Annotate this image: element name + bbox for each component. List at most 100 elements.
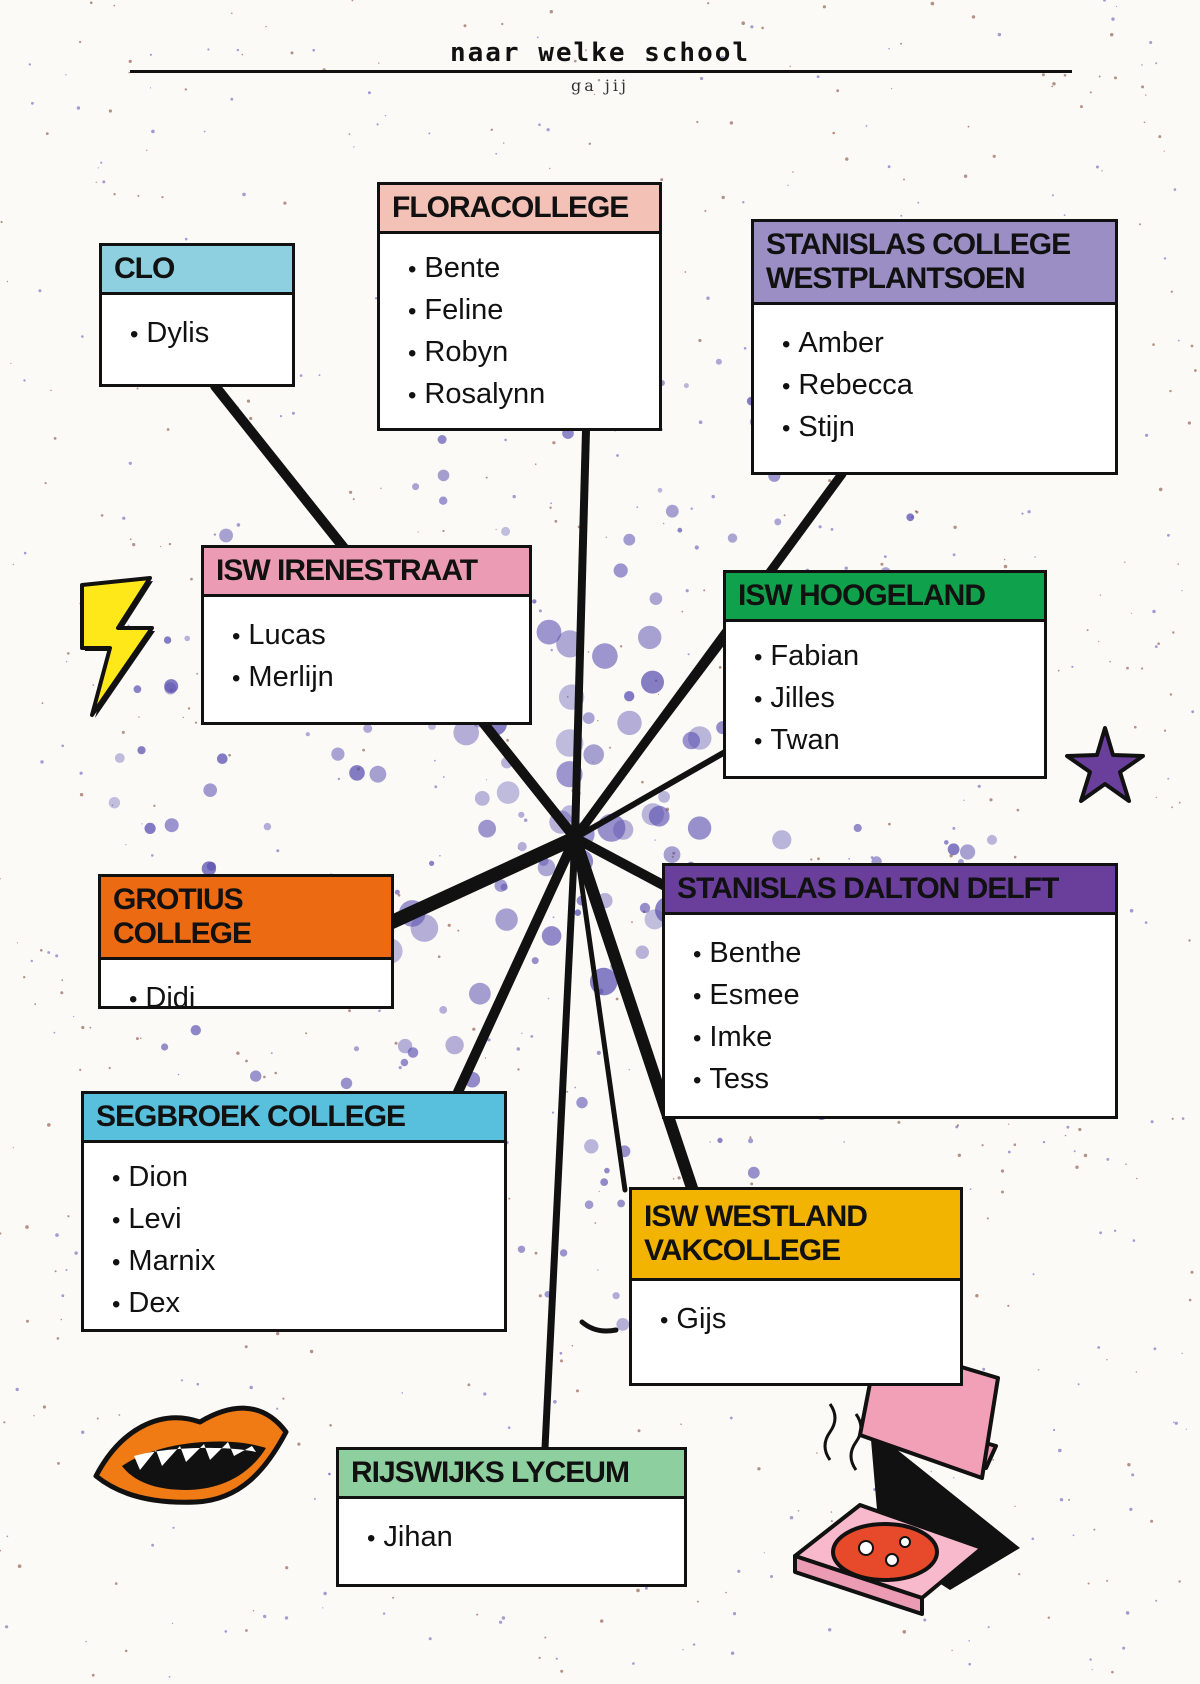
squiggle-mark bbox=[579, 1319, 619, 1334]
speckle bbox=[576, 1389, 579, 1393]
speckle bbox=[1051, 194, 1054, 197]
speckle bbox=[89, 1, 93, 4]
speckle bbox=[61, 744, 64, 748]
speckle bbox=[61, 1294, 65, 1298]
school-box-isw-hoogeland: ISW HOOGELAND FabianJillesTwan bbox=[723, 570, 1047, 779]
speckle bbox=[628, 1069, 630, 1071]
school-name: RIJSWIJKS LYCEUM bbox=[339, 1450, 684, 1499]
speckle bbox=[616, 454, 619, 457]
speckle bbox=[789, 65, 791, 68]
speckle bbox=[1130, 612, 1132, 614]
speckle bbox=[434, 785, 438, 789]
speckle bbox=[1113, 1229, 1117, 1233]
paint-drop bbox=[583, 744, 604, 765]
speckle bbox=[1141, 85, 1145, 89]
paint-drop bbox=[596, 1050, 601, 1055]
speckle bbox=[848, 857, 851, 860]
speckle bbox=[1115, 5, 1118, 8]
speckle bbox=[1153, 1347, 1157, 1351]
speckle bbox=[28, 63, 31, 66]
speckle bbox=[124, 1649, 128, 1653]
speckle bbox=[743, 347, 747, 350]
paint-drop bbox=[407, 1047, 419, 1058]
speckle bbox=[67, 652, 70, 655]
speckle bbox=[504, 438, 507, 442]
speckle bbox=[682, 1649, 684, 1651]
speckle bbox=[816, 1452, 818, 1454]
speckle bbox=[1068, 1498, 1071, 1501]
speckle bbox=[499, 1620, 503, 1624]
speckle bbox=[822, 5, 827, 9]
speckle bbox=[887, 165, 891, 169]
speckle bbox=[1097, 1346, 1101, 1349]
speckle bbox=[57, 1462, 60, 1465]
speckle bbox=[153, 804, 156, 807]
paint-drop bbox=[203, 783, 217, 797]
speckle bbox=[1001, 1190, 1004, 1194]
speckle bbox=[1181, 590, 1183, 592]
connector-lines bbox=[210, 381, 847, 1452]
speckle bbox=[1111, 1670, 1114, 1674]
speckle bbox=[518, 847, 520, 849]
paint-drop bbox=[947, 843, 960, 856]
speckle bbox=[521, 1032, 523, 1034]
speckle bbox=[987, 1626, 990, 1629]
connector-isw-westland bbox=[569, 832, 698, 1194]
speckle bbox=[1122, 1646, 1126, 1650]
paint-drop bbox=[616, 1318, 630, 1331]
speckle bbox=[530, 1035, 534, 1038]
speckle bbox=[1174, 1421, 1178, 1425]
speckle bbox=[245, 1059, 248, 1063]
speckle bbox=[378, 62, 380, 64]
speckle bbox=[67, 1215, 70, 1218]
speckle bbox=[1013, 855, 1017, 859]
speckle bbox=[952, 826, 956, 830]
speckle bbox=[428, 132, 431, 135]
speckle bbox=[434, 759, 436, 762]
speckle bbox=[89, 1026, 92, 1029]
speckle bbox=[398, 1066, 402, 1070]
speckle bbox=[1150, 1519, 1154, 1523]
speckle bbox=[830, 1511, 833, 1513]
speckle bbox=[1163, 729, 1167, 732]
speckle bbox=[40, 760, 44, 764]
lightning-icon bbox=[80, 576, 155, 718]
speckle bbox=[65, 74, 67, 76]
speckle bbox=[783, 514, 786, 517]
speckle bbox=[989, 798, 993, 802]
speckle bbox=[553, 1400, 557, 1404]
connector-isw-hoogeland-2 bbox=[572, 749, 728, 841]
speckle bbox=[1093, 1528, 1096, 1531]
speckle bbox=[114, 1582, 118, 1585]
speckle bbox=[128, 71, 130, 74]
speckle bbox=[1155, 62, 1158, 65]
speckle bbox=[698, 420, 703, 425]
speckle bbox=[73, 1016, 75, 1018]
speckle bbox=[1125, 1611, 1130, 1615]
speckle bbox=[550, 648, 553, 652]
speckle bbox=[818, 525, 822, 529]
speckle bbox=[969, 1188, 972, 1190]
school-name-line1: STANISLAS COLLEGE bbox=[766, 228, 1071, 261]
speckle bbox=[60, 1318, 63, 1321]
speckle bbox=[1177, 339, 1180, 342]
speckle bbox=[487, 1038, 491, 1042]
speckle bbox=[323, 1591, 327, 1596]
speckle bbox=[196, 1382, 200, 1386]
paint-drop bbox=[469, 982, 491, 1005]
speckle bbox=[102, 180, 106, 184]
speckle bbox=[6, 1535, 9, 1538]
speckle bbox=[184, 237, 188, 241]
school-box-clo: CLO Dylis bbox=[99, 243, 295, 387]
speckle bbox=[367, 91, 371, 95]
speckle bbox=[121, 730, 125, 734]
speckle bbox=[761, 26, 764, 30]
speckle bbox=[322, 1607, 324, 1609]
paint-drop bbox=[715, 358, 722, 365]
paint-drop bbox=[353, 1046, 360, 1052]
speckle bbox=[1008, 1123, 1010, 1125]
speckle bbox=[95, 181, 98, 183]
paint-drop bbox=[639, 902, 651, 914]
speckle bbox=[97, 167, 99, 169]
speckle bbox=[313, 1498, 316, 1500]
